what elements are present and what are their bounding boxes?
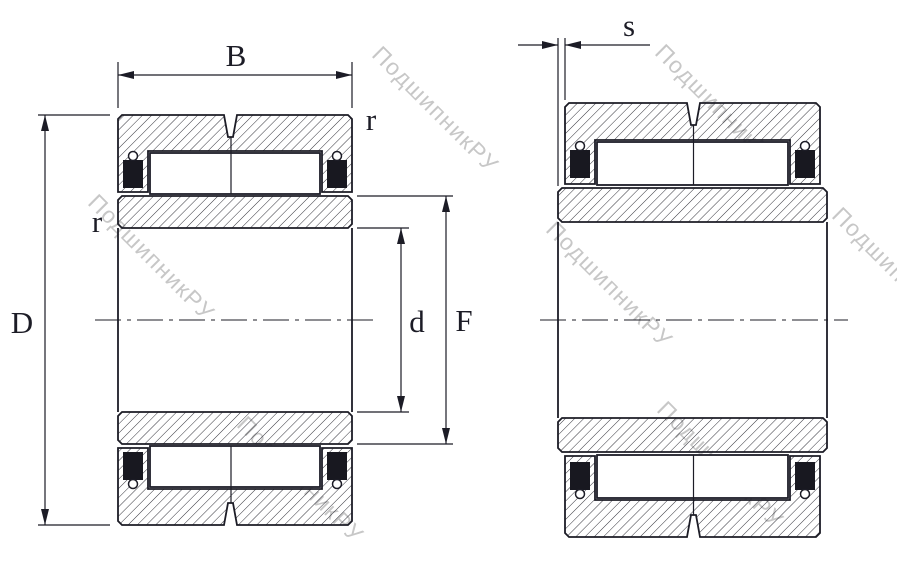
right-bearing-view: s [518, 8, 848, 538]
dimension-d: d [357, 227, 425, 413]
seal-block [570, 462, 590, 490]
needle-roller-bottom [596, 454, 789, 499]
watermark-text: ПодшипникРУ [541, 216, 678, 353]
seal-block [123, 452, 143, 480]
inner-ring-top-section [557, 187, 828, 223]
roller-end [799, 140, 811, 152]
dimension-s: s [518, 8, 650, 186]
dimension-B: B [117, 38, 353, 108]
dimension-F: F [357, 195, 473, 445]
seal-block [123, 160, 143, 188]
dim-label-B: B [226, 38, 247, 73]
dim-label-D: D [11, 305, 33, 340]
seal-block [327, 160, 347, 188]
roller-end [127, 478, 139, 490]
watermark-text: ПодшипникРУ [827, 202, 897, 339]
outer-ring-bottom-section [117, 447, 353, 526]
seal-block [327, 452, 347, 480]
roller-end [331, 150, 343, 162]
needle-roller-top [596, 141, 789, 186]
dim-label-r-inner: r [92, 204, 103, 239]
roller-end [331, 478, 343, 490]
outer-ring-top-section [564, 102, 821, 185]
dim-label-s: s [623, 8, 635, 43]
seal-block [795, 462, 815, 490]
watermark-text: ПодшипникРУ [367, 41, 504, 178]
seal-block [570, 150, 590, 178]
inner-ring-top-section [117, 195, 353, 229]
roller-end [574, 488, 586, 500]
outer-ring-top-section [117, 114, 353, 193]
left-bearing-view: B D d F r r [11, 38, 473, 526]
dim-label-d: d [409, 304, 425, 339]
inner-ring-bottom-section [557, 417, 828, 453]
dimension-D: D [11, 114, 110, 526]
dim-label-F: F [455, 303, 472, 338]
inner-ring-bottom-section [117, 411, 353, 445]
outer-ring-bottom-section [564, 455, 821, 538]
roller-end [127, 150, 139, 162]
roller-end [799, 488, 811, 500]
roller-end [574, 140, 586, 152]
needle-roller-top [149, 152, 321, 195]
dim-label-r-outer: r [366, 102, 377, 137]
needle-roller-bottom [149, 445, 321, 488]
seal-block [795, 150, 815, 178]
